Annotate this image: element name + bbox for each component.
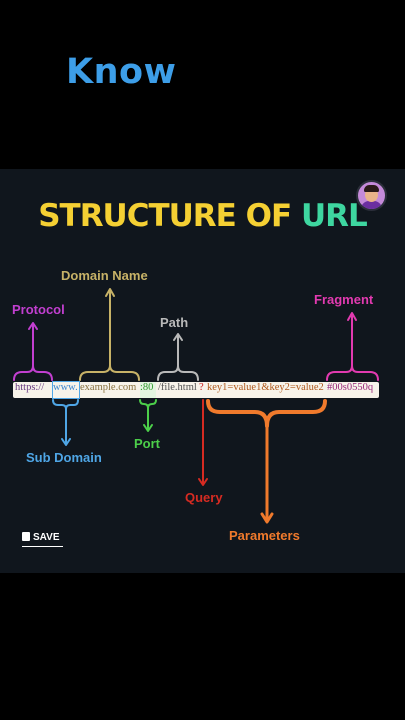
domain-bracket [79,364,140,381]
label-domain-name: Domain Name [61,268,148,283]
url-bar [13,382,379,398]
protocol-arrow [28,322,38,367]
url-parameters: key1=value1&key2=value2 [207,382,324,393]
path-bracket [157,365,199,381]
label-port: Port [134,436,160,451]
url-subdomain: www. [52,381,80,399]
url-query-mark: ? [199,382,204,393]
subdomain-bracket [52,399,79,410]
subdomain-arrow [61,408,71,446]
parameters-bracket [206,399,327,428]
fragment-bracket [326,365,379,381]
url-fragment: #00s0550q [327,382,374,393]
label-fragment: Fragment [314,292,374,307]
port-bracket [139,399,157,409]
url-path: /file.html [158,382,197,393]
label-protocol: Protocol [12,302,65,317]
query-arrow [198,399,208,486]
url-protocol: https:// [15,382,45,393]
title-part-url: URL [300,198,368,234]
diagram-title: STRUCTURE OF URL [0,198,405,234]
label-query: Query [185,490,223,505]
save-label: SAVE [33,532,60,543]
label-path: Path [160,315,189,330]
port-arrow [143,407,153,432]
author-avatar [356,180,387,211]
label-parameters: Parameters [229,528,300,543]
title-part-structure: STRUCTURE OF [38,198,301,234]
domain-arrow [105,288,115,366]
path-arrow [173,333,183,367]
protocol-bracket [13,365,53,381]
save-button[interactable]: SAVE [22,532,63,547]
know-heading: Know [66,52,177,92]
save-icon [22,532,30,541]
label-sub-domain: Sub Domain [26,450,102,465]
url-port: :80 [140,382,156,398]
fragment-arrow [347,312,357,367]
url-domain: example.com [80,382,137,393]
parameters-arrow [260,424,274,524]
